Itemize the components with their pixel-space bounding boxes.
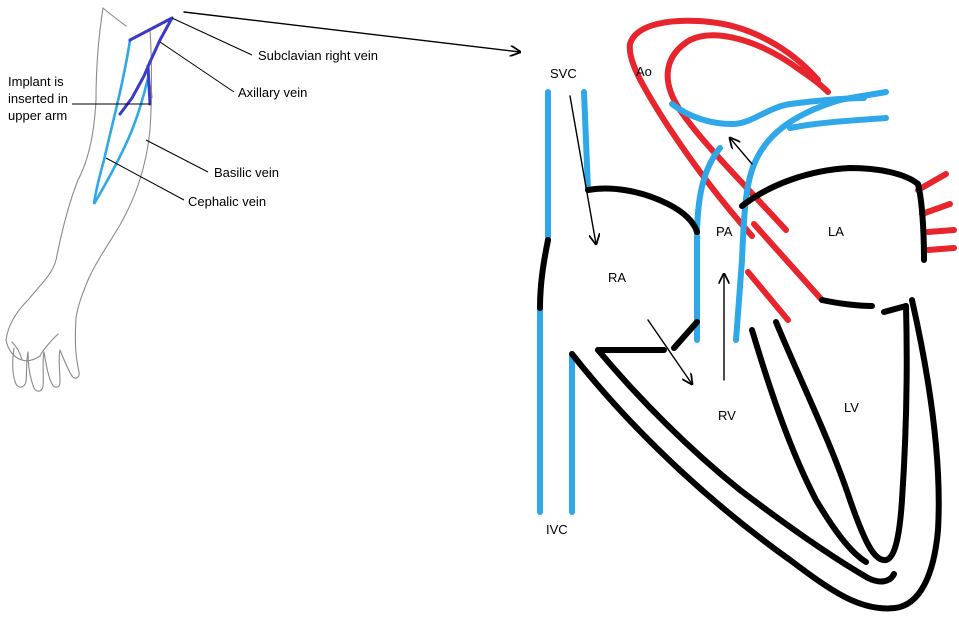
pa-label: PA <box>716 224 733 239</box>
ivc-label: IVC <box>546 522 568 537</box>
cephalic-vein-path <box>94 40 130 204</box>
heart-diagram: SVC Ao PA LA RA RV LV IVC <box>540 21 954 609</box>
la-label: LA <box>828 224 844 239</box>
ra-label: RA <box>608 270 626 285</box>
rv-label: RV <box>718 408 736 423</box>
implant-path <box>120 18 172 114</box>
arm-illustration <box>6 8 152 391</box>
implant-label-line1: Implant is <box>8 74 64 89</box>
arm-to-heart-arrow <box>184 12 520 52</box>
lv-label: LV <box>844 400 859 415</box>
basilic-vein-path <box>94 78 148 204</box>
cephalic-vein-label: Cephalic vein <box>188 194 266 209</box>
aorta <box>630 21 954 320</box>
implant-label-line2: inserted in <box>8 91 68 106</box>
implant-label-line3: upper arm <box>8 108 67 123</box>
svc-label: SVC <box>550 66 577 81</box>
flow-arrows <box>570 96 752 384</box>
axillary-vein-label: Axillary vein <box>238 85 307 100</box>
basilic-vein-label: Basilic vein <box>214 165 279 180</box>
heart-outline <box>540 168 939 608</box>
arm-label-group: Implant is inserted in upper arm Subclav… <box>8 48 378 209</box>
ao-label: Ao <box>636 64 652 79</box>
subclavian-vein-label: Subclavian right vein <box>258 48 378 63</box>
arm-veins <box>94 18 172 204</box>
pa-outflow-arrow <box>730 138 752 164</box>
